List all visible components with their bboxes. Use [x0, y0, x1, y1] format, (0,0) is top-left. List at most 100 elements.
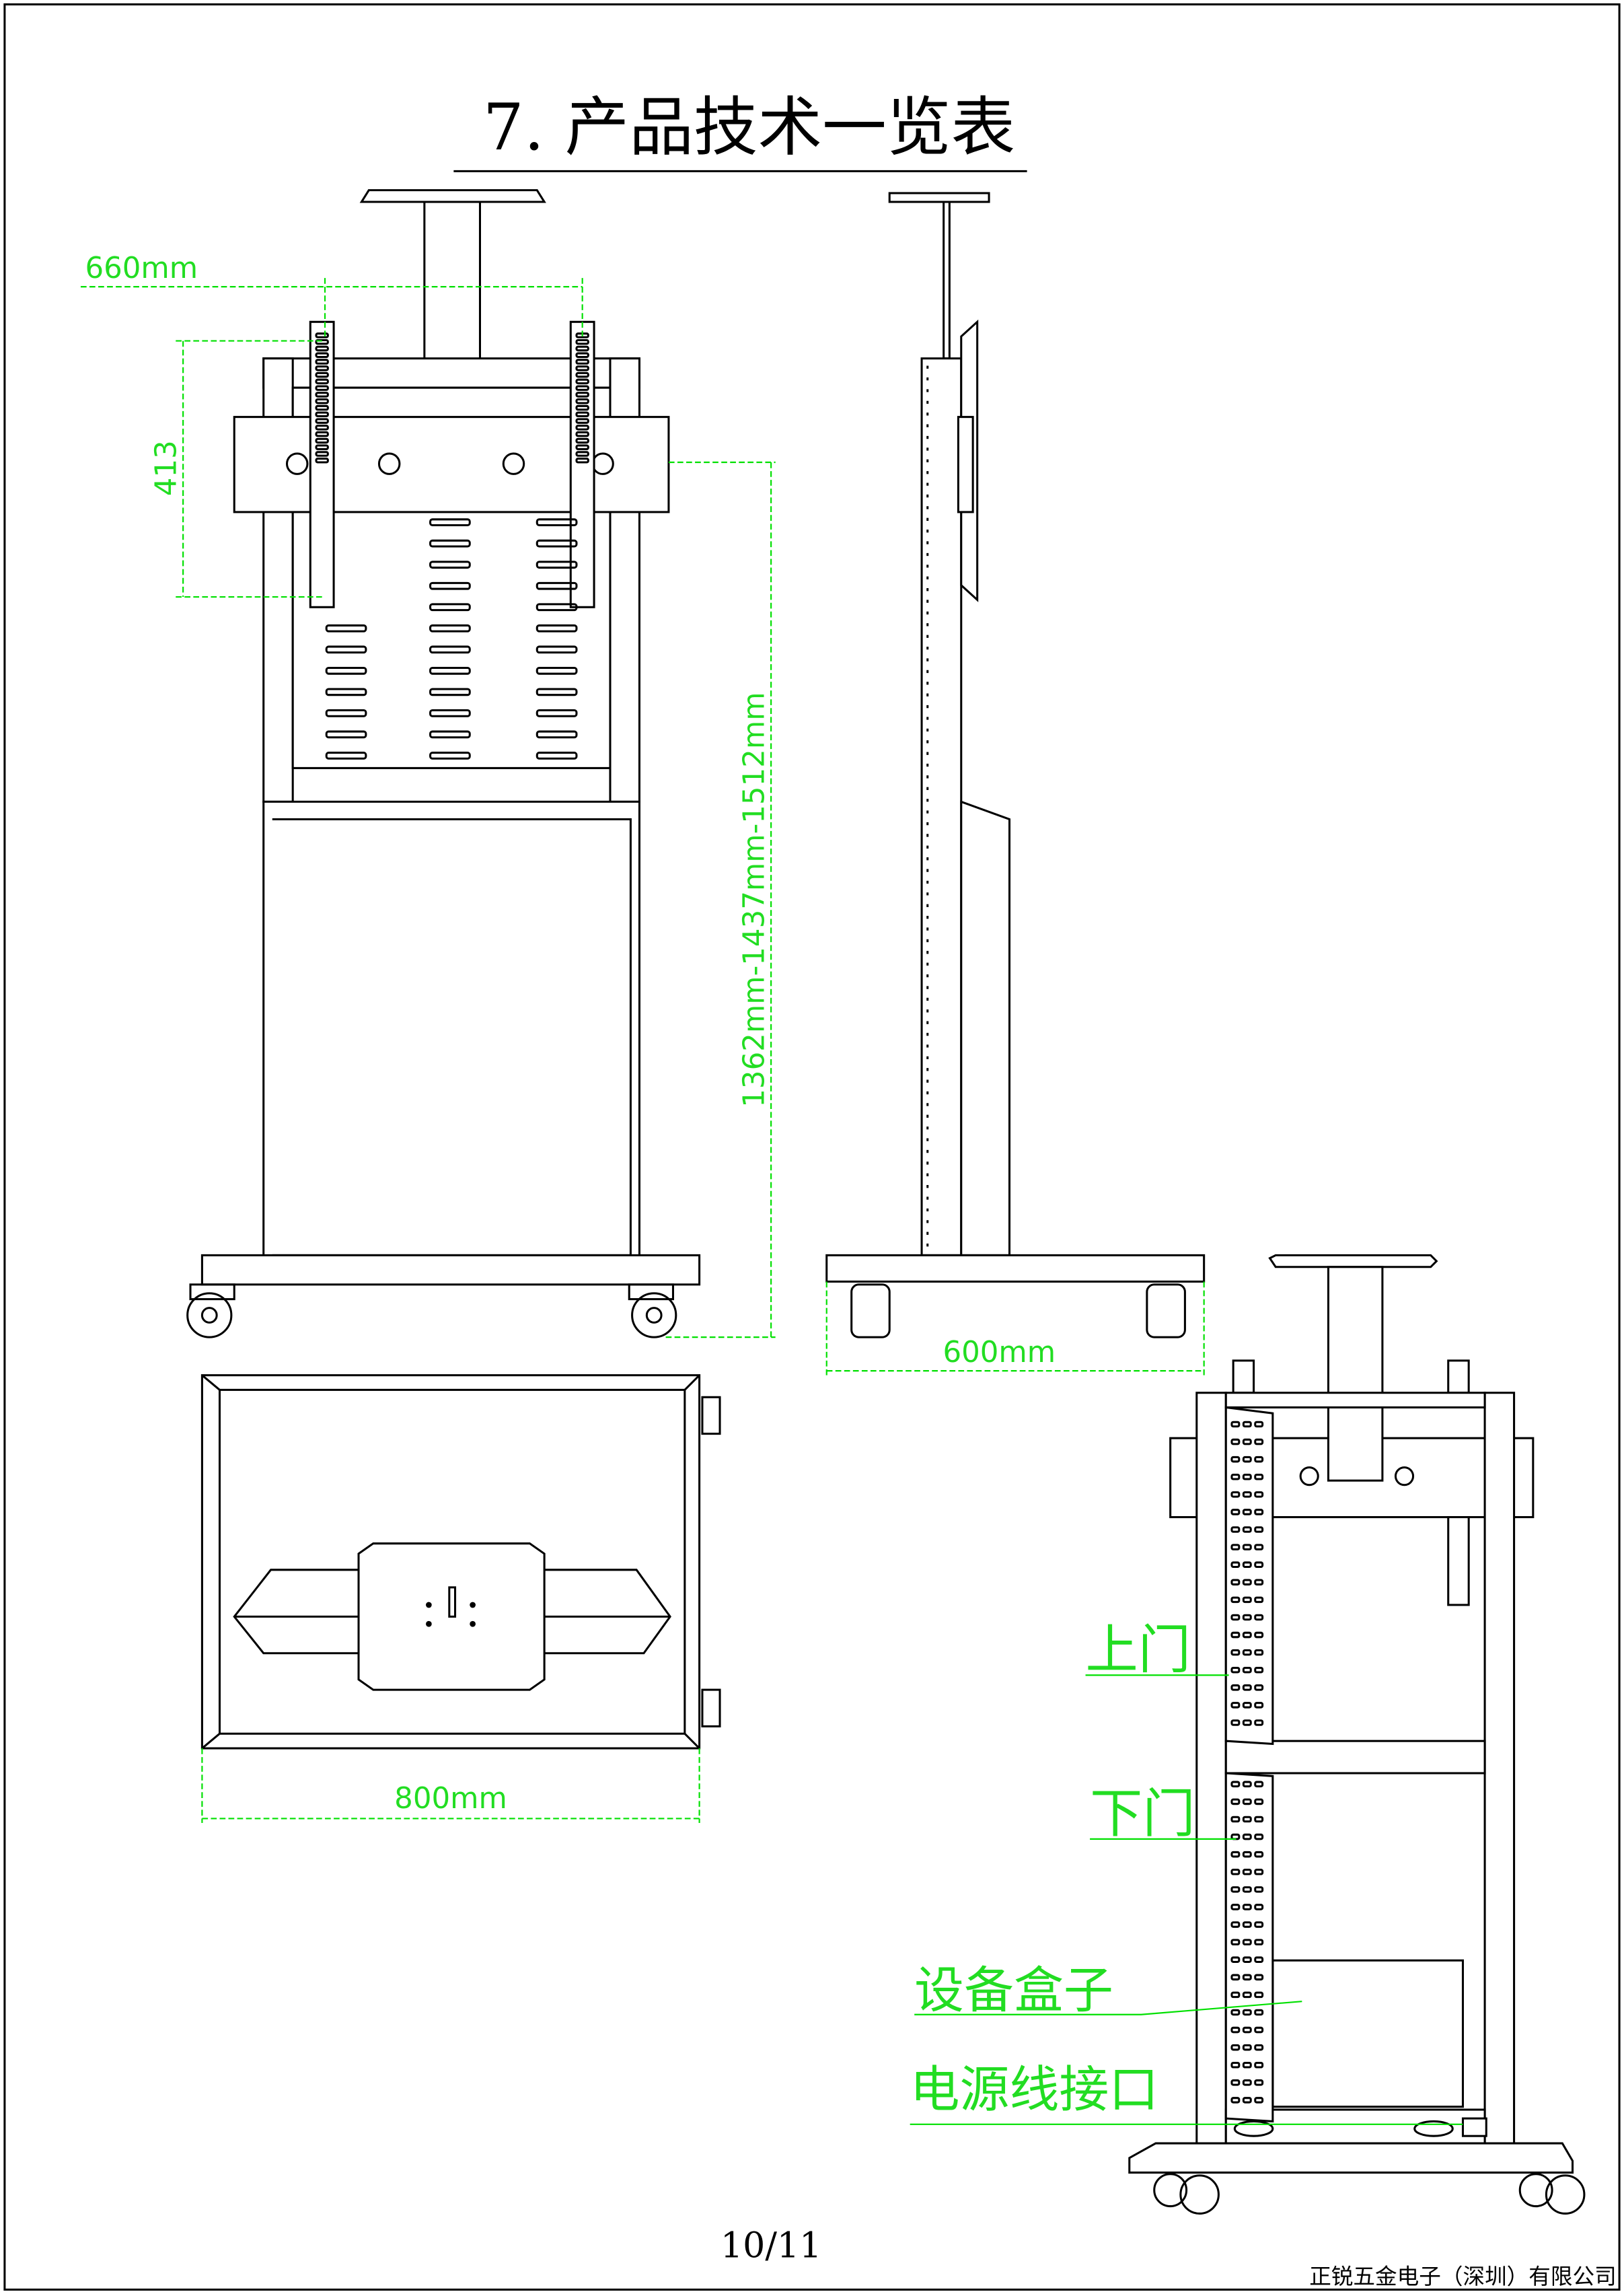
- vent-slot: [325, 624, 367, 633]
- vent-slot: [429, 752, 471, 760]
- vent-slot: [1230, 1851, 1241, 1858]
- vent-slot: [1254, 1666, 1264, 1674]
- page-number: 10/11: [721, 2226, 821, 2266]
- vent-slot: [325, 752, 367, 760]
- vent-slot: [1254, 1956, 1264, 1963]
- vent-slot: [315, 385, 329, 391]
- vent-slot: [1230, 1886, 1241, 1893]
- vent-slot: [429, 518, 471, 527]
- vent-slot: [1254, 1991, 1264, 1999]
- vent-slot: [1254, 2026, 1264, 2034]
- vent-slot: [315, 404, 329, 411]
- vent-slot: [1254, 1649, 1264, 1656]
- vent-slot: [1230, 1974, 1241, 1981]
- vent-slot: [325, 730, 367, 739]
- vent-slot: [536, 709, 578, 717]
- vent-slot: [1230, 1579, 1241, 1586]
- vent-slot: [536, 688, 578, 696]
- vent-slot: [1230, 1491, 1241, 1498]
- vent-slot: [315, 425, 329, 431]
- vent-slot: [1254, 2061, 1264, 2069]
- vent-slot: [575, 418, 589, 424]
- vent-slot: [1230, 2097, 1241, 2104]
- vent-slot: [1242, 1956, 1252, 1963]
- vent-slot: [1230, 1956, 1241, 1963]
- vent-slot: [315, 451, 329, 457]
- vent-slot: [1242, 1684, 1252, 1691]
- vent-slot: [315, 444, 329, 450]
- vent-slot: [1230, 1473, 1241, 1480]
- vent-slot: [315, 392, 329, 398]
- vent-slot: [1242, 1631, 1252, 1639]
- vent-slot: [325, 688, 367, 696]
- vent-slot: [1230, 1544, 1241, 1550]
- vent-slot: [575, 451, 589, 457]
- vent-slot: [1254, 1544, 1264, 1550]
- vent-slot: [1230, 1421, 1241, 1428]
- vent-slot: [1230, 1868, 1241, 1875]
- vent-slot: [1242, 1816, 1252, 1823]
- vent-slot: [575, 385, 589, 391]
- vent-slot: [1230, 1596, 1241, 1604]
- vent-slot: [315, 378, 329, 385]
- vent-slot: [1242, 1666, 1252, 1674]
- vent-slot: [315, 352, 329, 359]
- vent-slot: [1242, 1886, 1252, 1893]
- vent-slot: [1230, 1781, 1241, 1788]
- vent-slot: [1254, 1456, 1264, 1463]
- dim-bracket-height: 413: [149, 440, 183, 496]
- vent-slot: [1242, 1579, 1252, 1586]
- vent-slot: [325, 709, 367, 717]
- vent-slot: [1230, 1904, 1241, 1910]
- vent-slot: [315, 359, 329, 365]
- vent-slot: [429, 666, 471, 675]
- vent-slot: [1242, 1904, 1252, 1910]
- vent-slot: [1242, 1614, 1252, 1621]
- vent-slot: [1254, 1798, 1264, 1805]
- vent-slot: [575, 359, 589, 365]
- vent-slot: [1242, 1702, 1252, 1709]
- vent-slot: [1242, 1491, 1252, 1498]
- vent-slot: [1254, 1684, 1264, 1691]
- vent-slot: [1230, 1816, 1241, 1823]
- vent-slot: [575, 371, 589, 378]
- dim-front-width: 660mm: [85, 252, 198, 285]
- vent-slot: [1254, 1421, 1264, 1428]
- vent-slot: [575, 378, 589, 385]
- vent-slot: [1254, 1491, 1264, 1498]
- vent-slot: [575, 425, 589, 431]
- vent-slot: [536, 603, 578, 612]
- vent-slot: [1242, 1649, 1252, 1656]
- vent-slot: [536, 730, 578, 739]
- callout-power-port: 电源线接口: [910, 2061, 1159, 2119]
- vent-slot: [1254, 1719, 1264, 1726]
- page-title: 7. 产品技术一览表: [483, 89, 1015, 165]
- vent-slot: [1242, 2061, 1252, 2069]
- vent-slot: [315, 371, 329, 378]
- callout-lower-door: 下门: [1090, 1783, 1195, 1844]
- vent-slot: [1242, 1991, 1252, 1999]
- vent-slot: [1254, 1851, 1264, 1858]
- vent-slot: [575, 392, 589, 398]
- dim-top-width: 800mm: [394, 1782, 507, 1816]
- vent-slot: [1242, 1473, 1252, 1480]
- vent-slot: [575, 437, 589, 444]
- vent-slot: [1242, 2097, 1252, 2104]
- vent-slot: [429, 645, 471, 654]
- side-view: [825, 192, 1206, 1338]
- vent-slot: [1230, 2044, 1241, 2051]
- vent-slot: [315, 398, 329, 404]
- dim-side-depth: 600mm: [943, 1336, 1056, 1369]
- vent-slot: [1242, 1868, 1252, 1875]
- vent-slot: [315, 345, 329, 352]
- vent-slot: [1242, 1526, 1252, 1533]
- vent-slot: [1242, 2026, 1252, 2034]
- vent-slot: [429, 709, 471, 717]
- vent-slot: [536, 539, 578, 548]
- vent-slot: [1254, 1526, 1264, 1533]
- vent-slot: [1230, 2026, 1241, 2034]
- vent-slot: [1242, 1974, 1252, 1981]
- vent-slot: [536, 561, 578, 569]
- vent-slot: [1230, 1939, 1241, 1945]
